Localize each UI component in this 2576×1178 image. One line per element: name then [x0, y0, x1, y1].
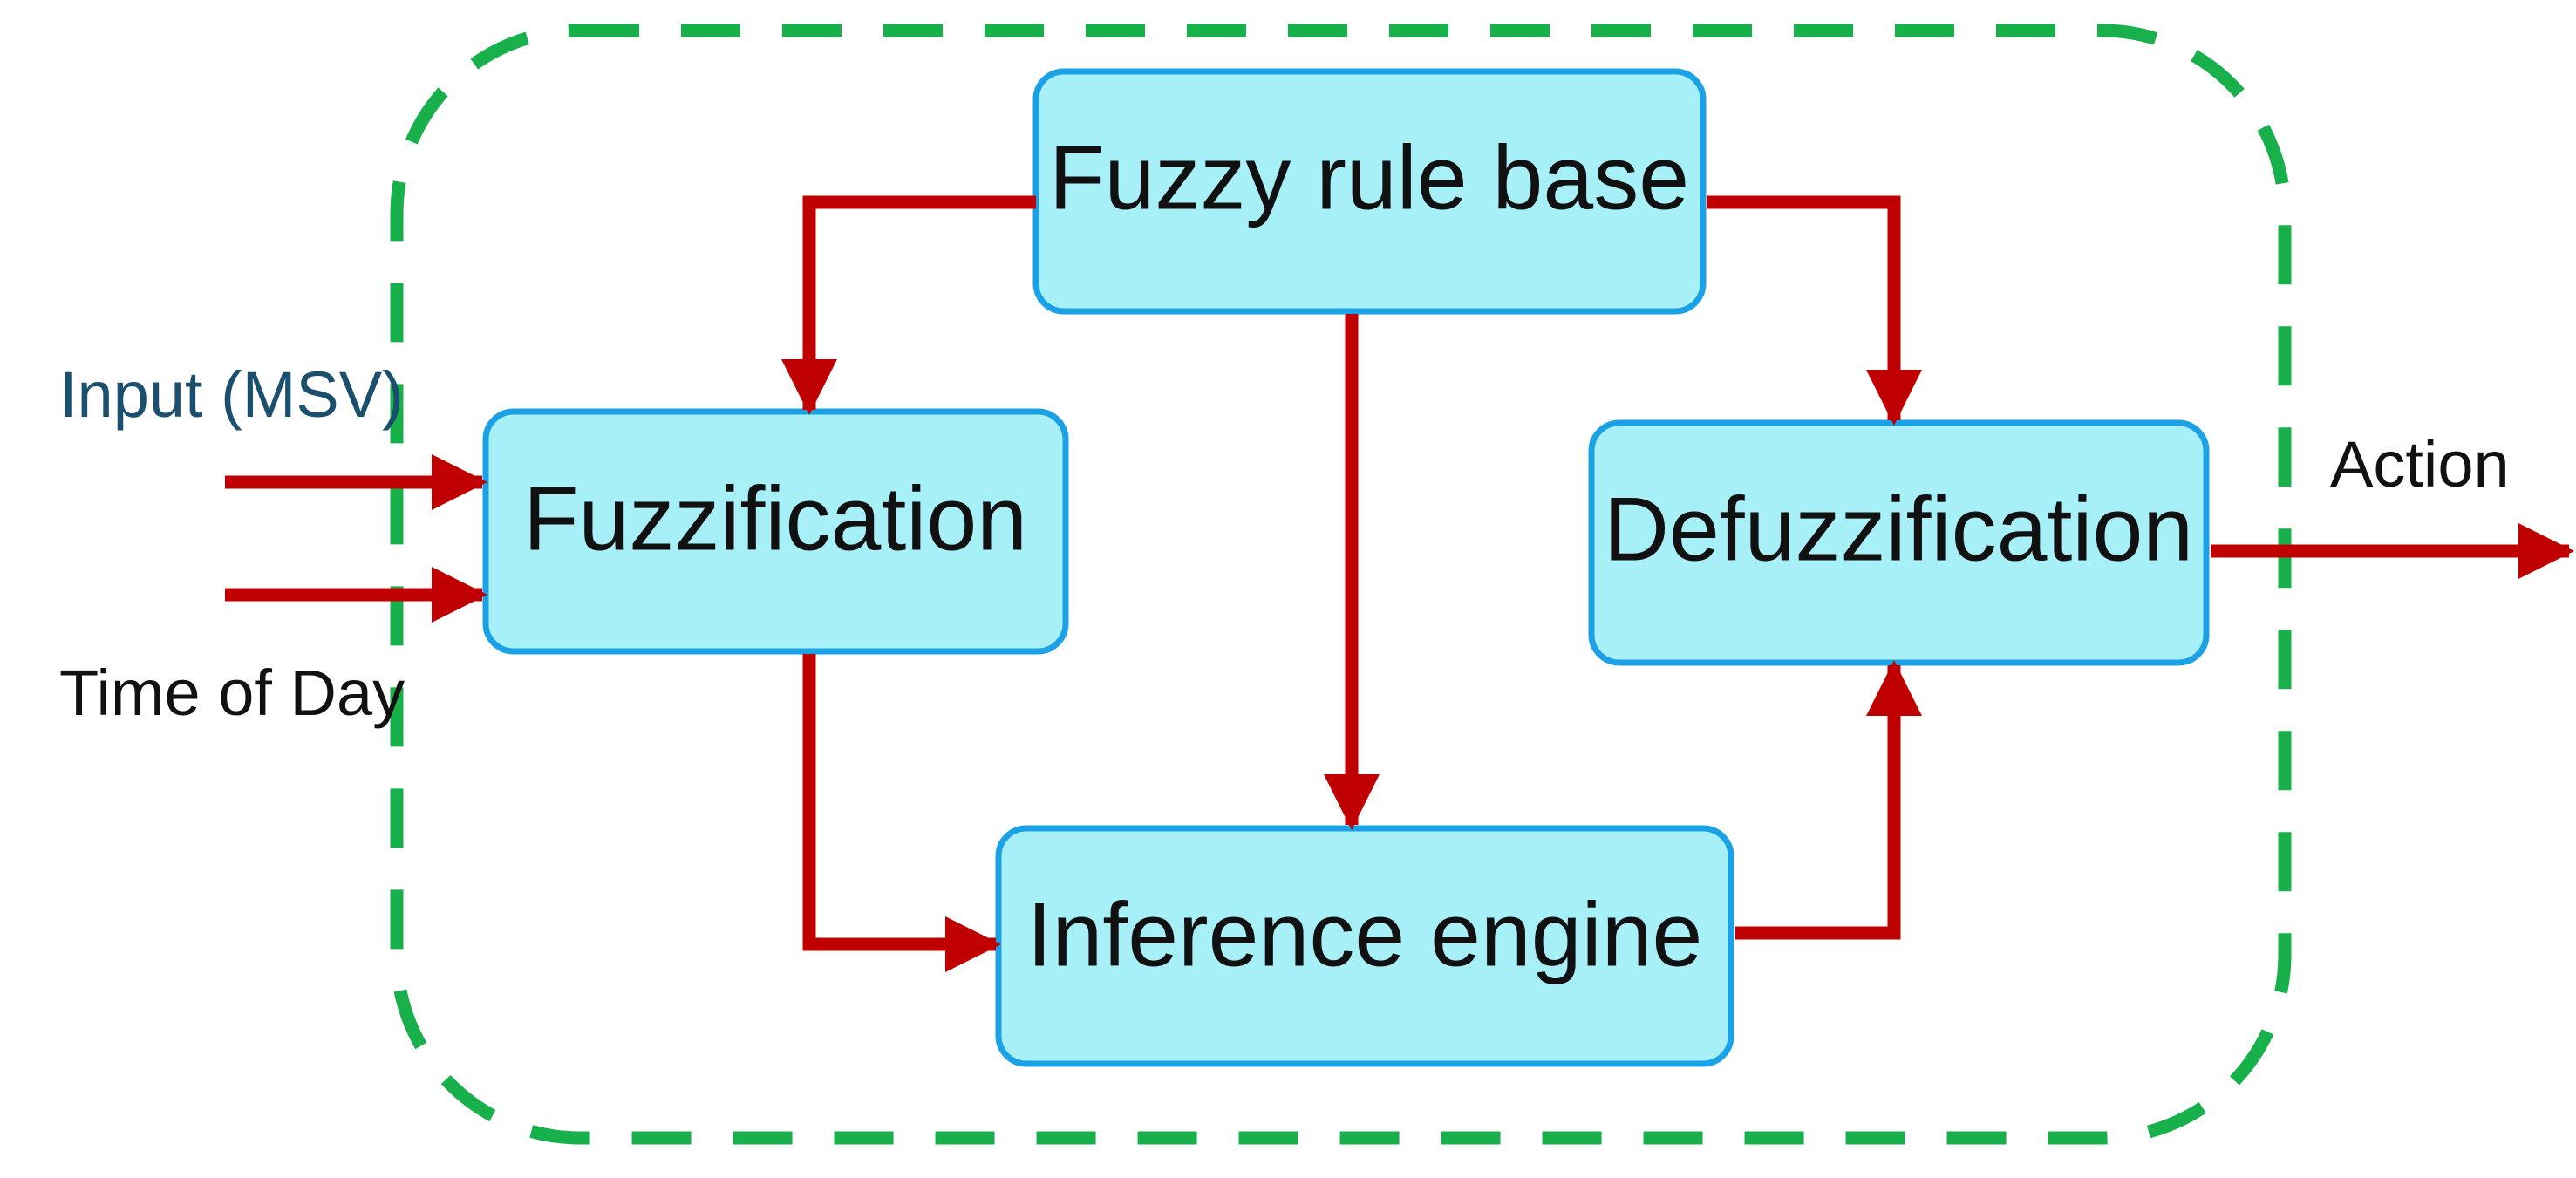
inference-engine-box: Inference engine [995, 825, 1734, 1067]
fuzzification-label: Fuzzification [523, 468, 1027, 569]
system-boundary [390, 24, 2292, 1145]
arrow-rulebase-to-defuzzification [1707, 195, 1922, 426]
defuzzification-box: Defuzzification [1588, 419, 2210, 666]
input-msv-label: Input (MSV) [59, 358, 404, 431]
defuzzification-label: Defuzzification [1604, 479, 2193, 580]
arrow-inference-to-defuzzification [1735, 660, 1922, 940]
arrow-rulebase-to-fuzzification [781, 195, 1036, 415]
rule-base-label: Fuzzy rule base [1049, 127, 1689, 228]
inference-engine-label: Inference engine [1027, 884, 1703, 985]
fuzzification-box: Fuzzification [482, 408, 1069, 655]
rule-base-box: Fuzzy rule base [1032, 68, 1707, 315]
arrow-fuzzification-to-inference [802, 654, 1001, 972]
action-label: Action [2330, 428, 2510, 500]
time-of-day-label: Time of Day [59, 657, 405, 729]
